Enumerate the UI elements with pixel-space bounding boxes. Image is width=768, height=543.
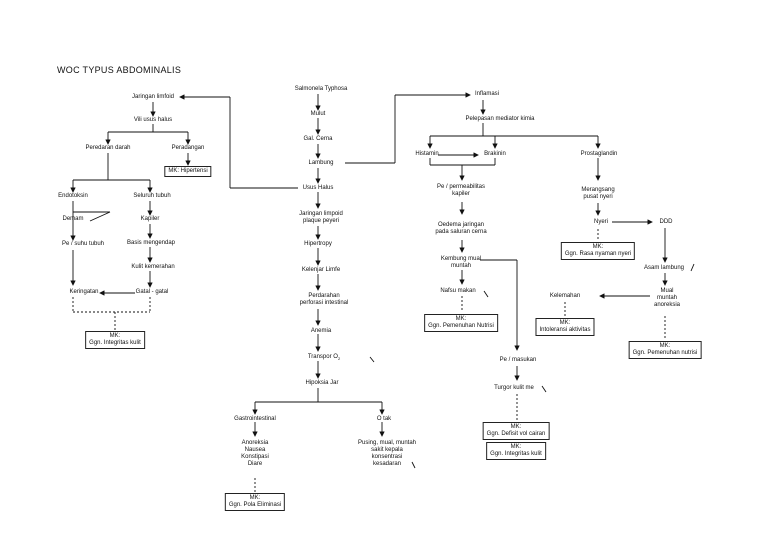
node-mual-line3: anoreksia bbox=[653, 302, 681, 308]
node-pusing-line4: kesadaran bbox=[372, 461, 402, 467]
mk-box-defisit: MK: Ggn. Defisit vol cairan bbox=[482, 422, 550, 440]
node-pe-permeabilitas-line2: kapiler bbox=[452, 191, 470, 197]
node-inflamasi: Inflamasi bbox=[474, 91, 500, 97]
node-transpor-subscript: 2 bbox=[337, 356, 341, 362]
node-asam-lambung: Asam lambung bbox=[643, 265, 685, 271]
node-oedema: Oedema jaringan pada saluran cerna bbox=[435, 222, 486, 236]
node-peradangan: Peradangan bbox=[171, 145, 205, 151]
mk-box-integritas-text: Ggn. Integritas kulit bbox=[89, 340, 141, 346]
node-merangsang-line2: pusat nyeri bbox=[583, 194, 613, 200]
node-perdarahan-line2: perforasi intestinal bbox=[299, 300, 349, 306]
node-kelenjar-limfe: Kelenjar Limfe bbox=[301, 267, 341, 273]
node-turgor: Turgor kulit me bbox=[494, 385, 534, 391]
node-kembung-line2: muntah bbox=[450, 263, 472, 269]
mk-box-nutrisi-right: MK: Ggn. Pemenuhan nutrisi bbox=[628, 341, 702, 359]
node-histamin: Histamin bbox=[415, 151, 439, 157]
node-vili: Vili usus halus bbox=[133, 117, 173, 123]
mk-box-defisit-label: MK: bbox=[510, 424, 522, 430]
node-demam: Demam bbox=[62, 216, 84, 222]
mk-box-intoleransi-text: Intoleransi aktivitas bbox=[539, 327, 591, 333]
node-pusing-line2: sakit kepala bbox=[371, 447, 403, 453]
node-mual: Mual muntah anoreksia bbox=[654, 288, 680, 309]
node-kapiler: Kapiler bbox=[140, 216, 160, 222]
mk-box-integritas2-text: Ggn. Integritas kulit bbox=[490, 451, 542, 457]
node-jaringan-limpoid-line1: Jaringan limpoid bbox=[299, 211, 343, 217]
mk-box-integritas-kulit: MK: Ggn. Integritas kulit bbox=[85, 331, 145, 349]
node-lambung: Lambung bbox=[308, 160, 334, 166]
node-transpor-label: Transpor O bbox=[307, 354, 338, 360]
node-oedema-line1: Oedema jaringan bbox=[437, 222, 485, 228]
mk-box-eliminasi-text: Ggn. Pola Eliminasi bbox=[228, 502, 282, 508]
node-pe-permeabilitas: Pe / permeabilitas kapiler bbox=[437, 184, 485, 198]
node-prostaglandin: Prostaglandin bbox=[580, 151, 618, 157]
node-mulut: Mulut bbox=[310, 111, 326, 117]
node-gastrointestinal: Gastrointestinal bbox=[234, 416, 276, 422]
node-brakinin: Brakinin bbox=[484, 151, 506, 157]
node-endotoksin: Endotoksin bbox=[58, 193, 88, 199]
node-kulit: Kulit kemerahan bbox=[131, 264, 175, 270]
mk-box-nutrisi-left-text: Ggn. Pemenuhan Nutrisi bbox=[428, 323, 494, 329]
node-perdarahan: Perdarahan perforasi intestinal bbox=[300, 293, 349, 307]
mk-box-eliminasi: MK: Ggn. Pola Eliminasi bbox=[224, 493, 286, 511]
node-mual-line1: Mual bbox=[660, 288, 674, 294]
node-pelepasan: Pelepasan mediator kimia bbox=[465, 116, 535, 122]
mk-box-integritas-kulit-2: MK: Ggn. Integritas kulit bbox=[486, 442, 546, 460]
node-anoreksia-line4: Diare bbox=[247, 461, 263, 467]
mk-box-nutrisi-right-label: MK: bbox=[659, 343, 671, 349]
node-kembung: Kembung mual muntah bbox=[441, 256, 481, 270]
node-transpor: Transpor O2 bbox=[308, 354, 340, 362]
node-jaringan-limpoid-line2: plaque peyeri bbox=[302, 218, 340, 224]
mk-box-defisit-text: Ggn. Defisit vol cairan bbox=[486, 431, 546, 437]
node-basis: Basis mengendap bbox=[126, 240, 176, 246]
node-oedema-line2: pada saluran cerna bbox=[435, 229, 487, 235]
node-anoreksia: Anoreksia Nausea Konstipasi Diare bbox=[241, 440, 269, 468]
node-hipoksia: Hipoksia Jar bbox=[305, 380, 339, 386]
node-anoreksia-line1: Anoreksia bbox=[241, 440, 269, 446]
node-kelemahan: Kelemahan bbox=[549, 293, 581, 299]
mk-box-nutrisi-right-text: Ggn. Pemenuhan nutrisi bbox=[632, 350, 698, 356]
node-pe-masukan: Pe / masukan bbox=[499, 357, 537, 363]
node-nyeri: Nyeri bbox=[593, 219, 609, 225]
node-peredaran: Peredaran darah bbox=[85, 145, 131, 151]
mk-box-hipertensi: MK: Hipertensi bbox=[164, 166, 212, 177]
node-pe-suhu: Pe / suhu tubuh bbox=[61, 241, 105, 247]
node-usus-halus: Usus Halus bbox=[302, 185, 334, 191]
mk-box-integritas-label: MK: bbox=[109, 333, 121, 339]
node-pusing-line3: konsentrasi bbox=[371, 454, 403, 460]
node-pe-permeabilitas-line1: Pe / permeabilitas bbox=[436, 184, 486, 190]
mk-box-intoleransi-label: MK: bbox=[559, 320, 571, 326]
node-pusing-line1: Pusing, mual, muntah bbox=[357, 440, 417, 446]
node-anoreksia-line2: Nausea bbox=[244, 447, 266, 453]
node-hipertropy: Hipertropy bbox=[304, 241, 332, 247]
mk-box-eliminasi-label: MK: bbox=[249, 495, 261, 501]
node-nafsu-makan: Nafsu makan bbox=[440, 288, 476, 294]
node-kembung-line1: Kembung mual bbox=[440, 256, 482, 262]
node-gatal: Gatal - gatal bbox=[135, 289, 169, 295]
node-ddd: DDD bbox=[659, 219, 673, 225]
node-merangsang: Merangsang pusat nyeri bbox=[581, 187, 614, 201]
node-seluruh-tubuh: Seluruh tubuh bbox=[133, 193, 171, 199]
mk-box-rasa-text: Ggn. Rasa nyaman nyeri bbox=[564, 251, 632, 257]
node-merangsang-line1: Merangsang bbox=[581, 187, 615, 193]
node-otak: O tak bbox=[376, 416, 392, 422]
node-salmonela: Salmonela Typhosa bbox=[294, 86, 348, 92]
node-jaringan-limfoid: Jaringan limfoid bbox=[131, 94, 175, 100]
mk-box-intoleransi: MK: Intoleransi aktivitas bbox=[535, 318, 595, 336]
node-jaringan-limpoid: Jaringan limpoid plaque peyeri bbox=[299, 211, 343, 225]
mk-box-nutrisi-left: MK: Ggn. Pemenuhan Nutrisi bbox=[424, 314, 498, 332]
node-keringatan: Keringatan bbox=[69, 289, 99, 295]
node-perdarahan-line1: Perdarahan bbox=[308, 293, 340, 299]
node-pusing: Pusing, mual, muntah sakit kepala konsen… bbox=[358, 440, 416, 468]
mk-box-nutrisi-left-label: MK: bbox=[455, 316, 467, 322]
node-anoreksia-line3: Konstipasi bbox=[241, 454, 269, 460]
node-anemia: Anemia bbox=[310, 328, 332, 334]
node-mual-line2: muntah bbox=[656, 295, 678, 301]
mk-box-integritas2-label: MK: bbox=[510, 444, 522, 450]
mk-box-rasa-label: MK: bbox=[592, 244, 604, 250]
mk-box-rasa-nyaman: MK: Ggn. Rasa nyaman nyeri bbox=[560, 242, 636, 260]
node-gal-cerna: Gal. Cerna bbox=[303, 136, 333, 142]
diagram-title: WOC TYPUS ABDOMINALIS bbox=[57, 65, 182, 75]
